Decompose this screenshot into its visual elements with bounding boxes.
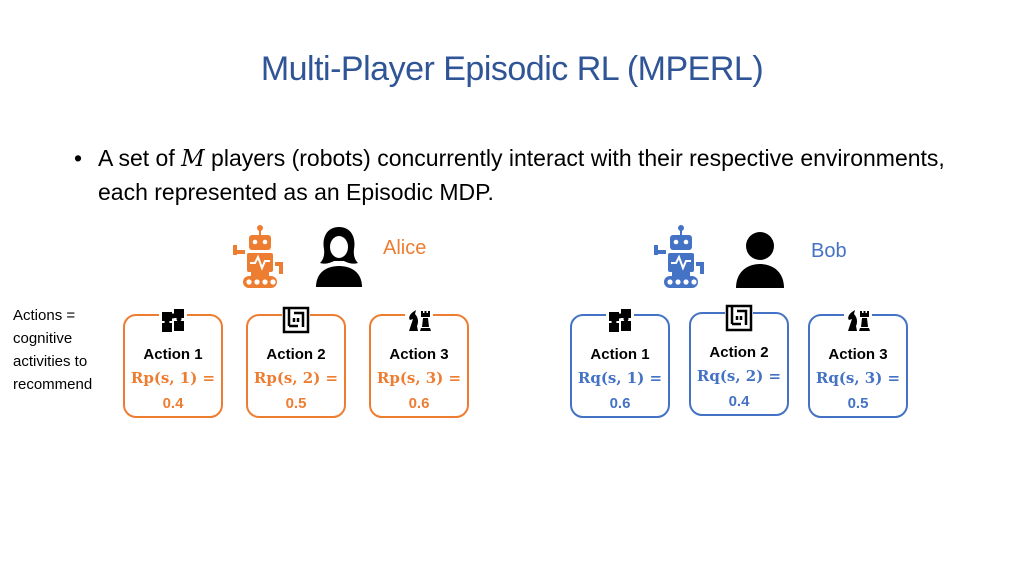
actions-note: Actions = cognitive activities to recomm…	[13, 307, 93, 393]
bullet-text-pre: A set of	[98, 145, 182, 171]
puzzle-icon	[159, 306, 187, 334]
reward-value: 0.5	[285, 395, 307, 412]
player-name-alice: Alice	[383, 237, 427, 259]
player-name-bob: Bob	[811, 240, 847, 262]
action-label: Action 2	[709, 344, 769, 361]
action-card-alice-3: Action 3 Rp(s, 3) = 0.6	[369, 306, 469, 418]
action-card-bob-2: Action 2 Rq(s, 2) = 0.4	[689, 304, 789, 416]
puzzle-icon	[606, 306, 634, 334]
action-label: Action 1	[143, 346, 203, 363]
reward-value: 0.4	[728, 393, 750, 410]
reward-expression: Rq(s, 3) =	[815, 369, 901, 387]
reward-expression: Rp(s, 2) =	[253, 369, 339, 387]
reward-value: 0.6	[408, 395, 430, 412]
bullet-text: A set of M players (robots) concurrently…	[98, 142, 974, 209]
reward-expression: Rq(s, 1) =	[577, 369, 663, 387]
maze-icon	[725, 304, 753, 332]
bullet-marker: •	[74, 145, 83, 171]
action-label: Action 1	[590, 346, 650, 363]
action-label: Action 2	[266, 346, 326, 363]
slide-title: Multi-Player Episodic RL (MPERL)	[260, 50, 764, 88]
reward-expression: Rp(s, 3) =	[376, 369, 462, 387]
chess-icon	[844, 306, 872, 334]
action-card-alice-1: Action 1 Rp(s, 1) = 0.4	[123, 306, 223, 418]
action-card-alice-2: Action 2 Rp(s, 2) = 0.5	[246, 306, 346, 418]
person-icon-alice	[316, 227, 362, 287]
bullet-math-m: M	[181, 146, 205, 172]
robot-icon-bob	[654, 225, 704, 288]
reward-expression: Rp(s, 1) =	[130, 369, 216, 387]
reward-value: 0.5	[847, 395, 869, 412]
action-card-bob-1: Action 1 Rq(s, 1) = 0.6	[570, 306, 670, 418]
action-card-bob-3: Action 3 Rq(s, 3) = 0.5	[808, 306, 908, 418]
reward-expression: Rq(s, 2) =	[696, 367, 782, 385]
action-label: Action 3	[828, 346, 888, 363]
chess-icon	[405, 306, 433, 334]
bullet-point: • A set of M players (robots) concurrent…	[74, 142, 974, 209]
person-icon-bob	[736, 232, 784, 288]
action-label: Action 3	[389, 346, 449, 363]
bullet-text-post: players (robots) concurrently interact w…	[98, 145, 945, 205]
reward-value: 0.6	[609, 395, 631, 412]
maze-icon	[282, 306, 310, 334]
reward-value: 0.4	[162, 395, 184, 412]
robot-icon-alice	[233, 225, 283, 288]
